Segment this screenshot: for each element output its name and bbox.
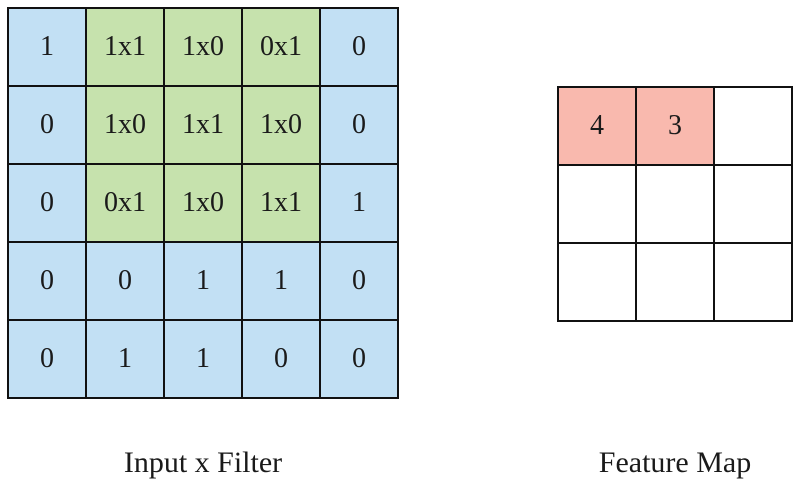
input-cell: 0 <box>9 165 87 243</box>
input-cell: 0 <box>87 243 165 321</box>
feature-map-empty-cell <box>637 166 715 244</box>
input-caption: Input x Filter <box>123 446 283 479</box>
filter-overlap-cell: 1x0 <box>87 87 165 165</box>
feature-map-caption: Feature Map <box>598 446 752 479</box>
feature-map-empty-cell <box>715 244 793 322</box>
input-cell: 0 <box>321 87 399 165</box>
filter-overlap-cell: 1x0 <box>243 87 321 165</box>
input-cell: 0 <box>9 321 87 399</box>
filter-overlap-cell: 1x1 <box>87 9 165 87</box>
input-cell: 1 <box>9 9 87 87</box>
feature-map-empty-cell <box>715 166 793 244</box>
filter-overlap-cell: 0x1 <box>243 9 321 87</box>
filter-overlap-cell: 0x1 <box>87 165 165 243</box>
input-cell: 0 <box>321 9 399 87</box>
feature-map-empty-cell <box>559 244 637 322</box>
feature-map-value-cell: 4 <box>559 88 637 166</box>
feature-map-empty-cell <box>637 244 715 322</box>
input-cell: 0 <box>9 87 87 165</box>
filter-overlap-cell: 1x1 <box>165 87 243 165</box>
filter-overlap-cell: 1x1 <box>243 165 321 243</box>
input-cell: 0 <box>9 243 87 321</box>
input-cell: 1 <box>243 243 321 321</box>
input-cell: 1 <box>165 243 243 321</box>
input-cell: 0 <box>321 243 399 321</box>
feature-map-empty-cell <box>715 88 793 166</box>
input-cell: 1 <box>321 165 399 243</box>
input-cell: 1 <box>87 321 165 399</box>
feature-map-value-cell: 3 <box>637 88 715 166</box>
filter-overlap-cell: 1x0 <box>165 165 243 243</box>
filter-overlap-cell: 1x0 <box>165 9 243 87</box>
feature-map-empty-cell <box>559 166 637 244</box>
input-cell: 0 <box>321 321 399 399</box>
input-cell: 1 <box>165 321 243 399</box>
input-cell: 0 <box>243 321 321 399</box>
